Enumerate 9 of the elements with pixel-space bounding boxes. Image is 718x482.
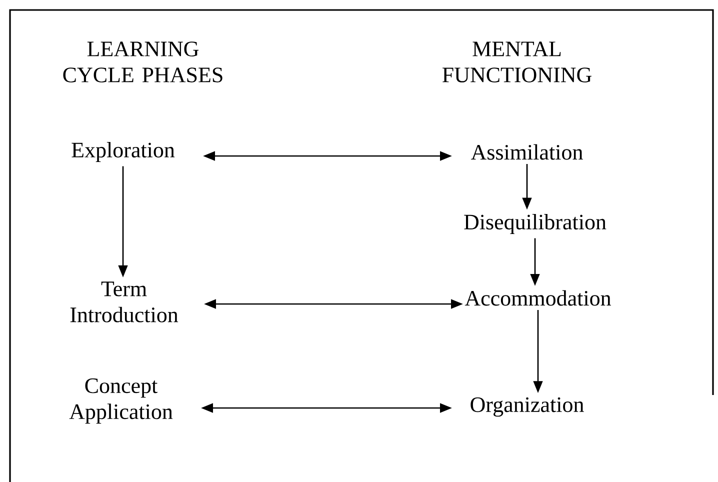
phase-label: Organization (470, 397, 584, 417)
phase-label: Accommodation (464, 290, 611, 306)
column-heading: MENTAL FUNCTIONING (442, 42, 592, 82)
phase-label: Assimilation (470, 144, 583, 160)
phase-label: Disequilibration (464, 214, 606, 234)
phase-label: Exploration (72, 142, 175, 162)
column-heading: LEARNING CYCLE PHASES (63, 42, 222, 82)
phase-label: Concept Application (69, 378, 173, 424)
phase-label: Term Introduction (70, 282, 178, 322)
